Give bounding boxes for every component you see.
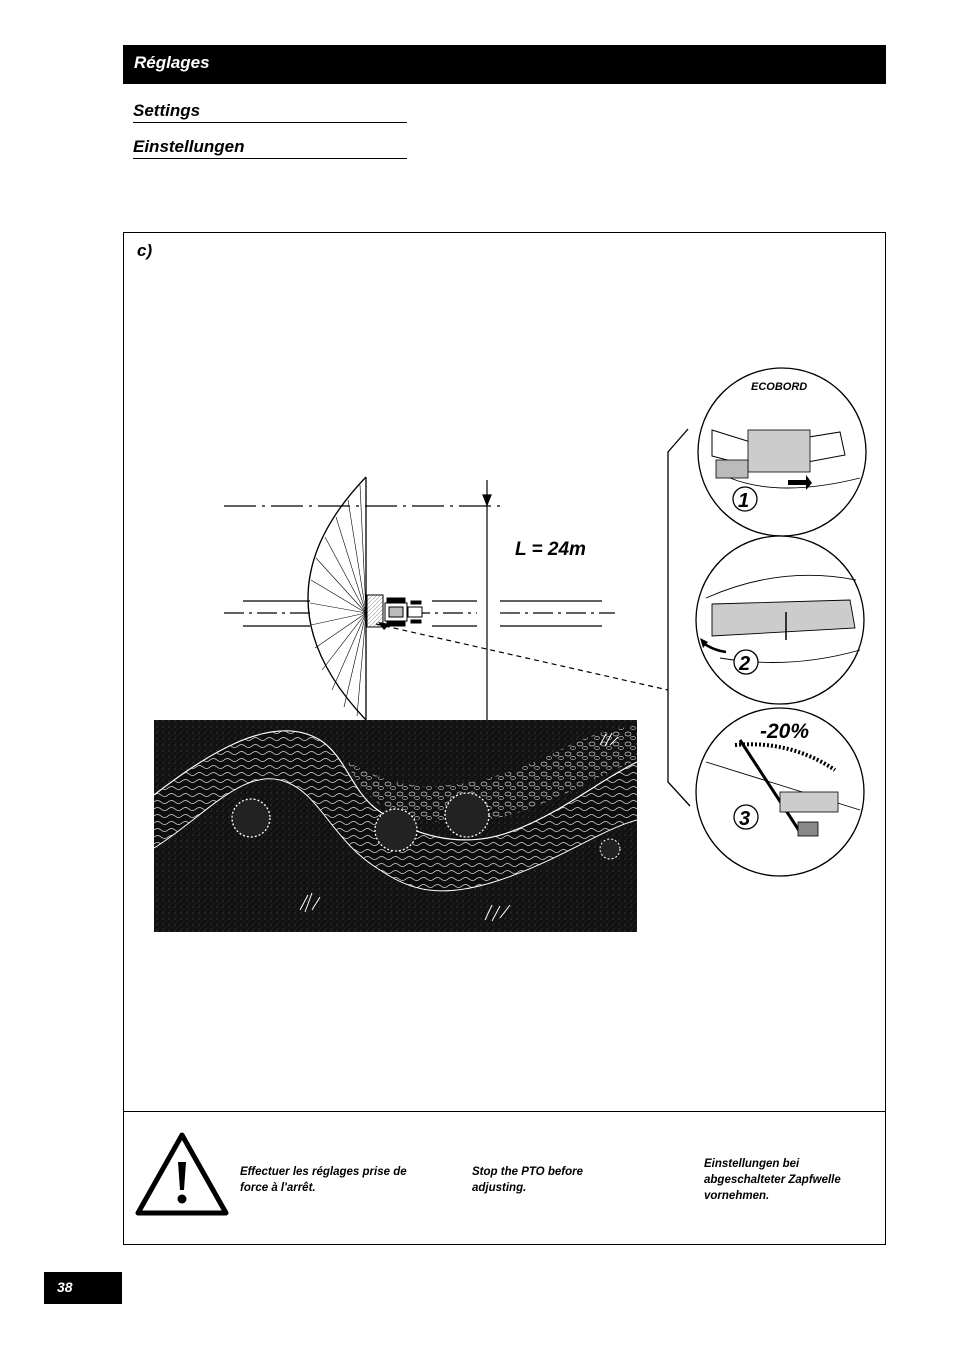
ecobord-label: ECOBORD bbox=[751, 381, 807, 393]
page-title: Réglages bbox=[134, 53, 210, 72]
warning-text-en: Stop the PTO before adjusting. bbox=[472, 1166, 583, 1194]
distance-label: L = 24m bbox=[515, 539, 586, 560]
detail-bracket bbox=[667, 428, 691, 807]
page-number-box: 38 bbox=[44, 1272, 122, 1304]
header-bar: Réglages bbox=[123, 45, 886, 84]
section-label: c) bbox=[137, 241, 153, 260]
step-3-label: 3 bbox=[739, 808, 750, 830]
subtitle-settings: Settings bbox=[133, 101, 407, 123]
leader-line bbox=[375, 623, 669, 691]
step-1-label: 1 bbox=[738, 490, 749, 512]
warning-icon bbox=[135, 1132, 229, 1216]
warning-divider bbox=[124, 1111, 885, 1112]
step-2-label: 2 bbox=[738, 653, 750, 675]
page-number: 38 bbox=[57, 1279, 73, 1295]
detail-circle-3: -20% 3 bbox=[695, 707, 865, 877]
detail-circle-1: ECOBORD 1 bbox=[697, 367, 867, 537]
tractor-icon bbox=[366, 594, 423, 628]
figure-box: c) bbox=[123, 232, 886, 1245]
angle-label: -20% bbox=[760, 720, 809, 743]
tramlines bbox=[224, 505, 615, 627]
spread-fan bbox=[307, 476, 367, 721]
detail-circle-2: 2 bbox=[695, 535, 865, 705]
subtitle-einstellungen: Einstellungen bbox=[133, 137, 407, 159]
distance-marker bbox=[482, 480, 492, 720]
warning-text-fr: Effectuer les réglages prise de force à … bbox=[240, 1166, 407, 1194]
terrain-illustration bbox=[153, 720, 638, 932]
warning-text-de: Einstellungen bei abgeschalteter Zapfwel… bbox=[704, 1158, 841, 1202]
